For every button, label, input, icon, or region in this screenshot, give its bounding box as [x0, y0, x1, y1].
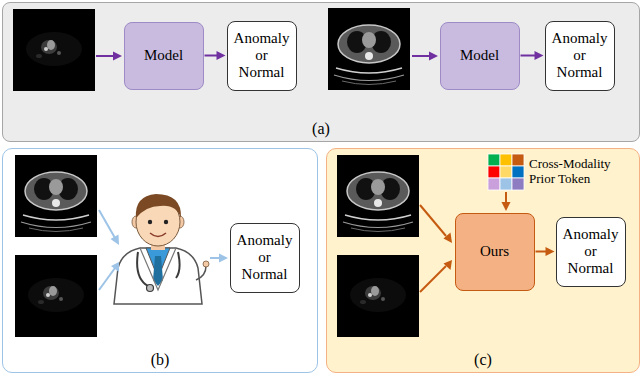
- prior-token-grid: [488, 154, 524, 190]
- pet-image: [13, 9, 95, 91]
- input-arrow: [96, 52, 438, 61]
- box-label: Anomaly or Normal: [550, 30, 610, 82]
- flow-arrow: [205, 51, 226, 60]
- token-label: Cross-Modality Prior Token: [529, 157, 629, 187]
- panel-label: (a): [3, 120, 639, 138]
- output-box: Anomaly or Normal: [545, 21, 615, 91]
- output-box: Anomaly or Normal: [230, 223, 300, 293]
- arrow-head: [535, 51, 544, 60]
- input-arrow: [420, 192, 511, 292]
- arrow-head: [217, 51, 226, 60]
- ct-image: [328, 8, 410, 90]
- model-box: Model: [124, 22, 204, 90]
- box-label: Ours: [480, 243, 509, 260]
- pet-image: [15, 255, 97, 337]
- flow-arrow: [536, 247, 555, 256]
- box-label: Anomaly or Normal: [232, 30, 292, 82]
- ct-image: [337, 155, 419, 237]
- panel-label: (b): [3, 351, 317, 369]
- box-label: Anomaly or Normal: [561, 226, 621, 278]
- box-label: Model: [460, 47, 499, 64]
- box-label: Model: [144, 47, 183, 64]
- ct-image: [15, 155, 97, 237]
- box-label: Anomaly or Normal: [235, 232, 295, 284]
- doctor-illustration: [114, 194, 209, 304]
- arrow-head: [546, 247, 555, 256]
- output-box: Anomaly or Normal: [556, 217, 626, 287]
- panel-label: (c): [327, 351, 639, 369]
- method-panel: (a) Model Anomaly or Normal Model Anomaly or…: [2, 2, 640, 142]
- input-arrow: [99, 210, 228, 290]
- arrow-line: [205, 55, 219, 57]
- arrow-line: [521, 55, 537, 57]
- model-box: Model: [440, 22, 520, 90]
- model-box: Ours: [455, 213, 535, 291]
- flow-arrow: [521, 51, 544, 60]
- output-box: Anomaly or Normal: [227, 21, 297, 91]
- pet-image: [337, 255, 419, 337]
